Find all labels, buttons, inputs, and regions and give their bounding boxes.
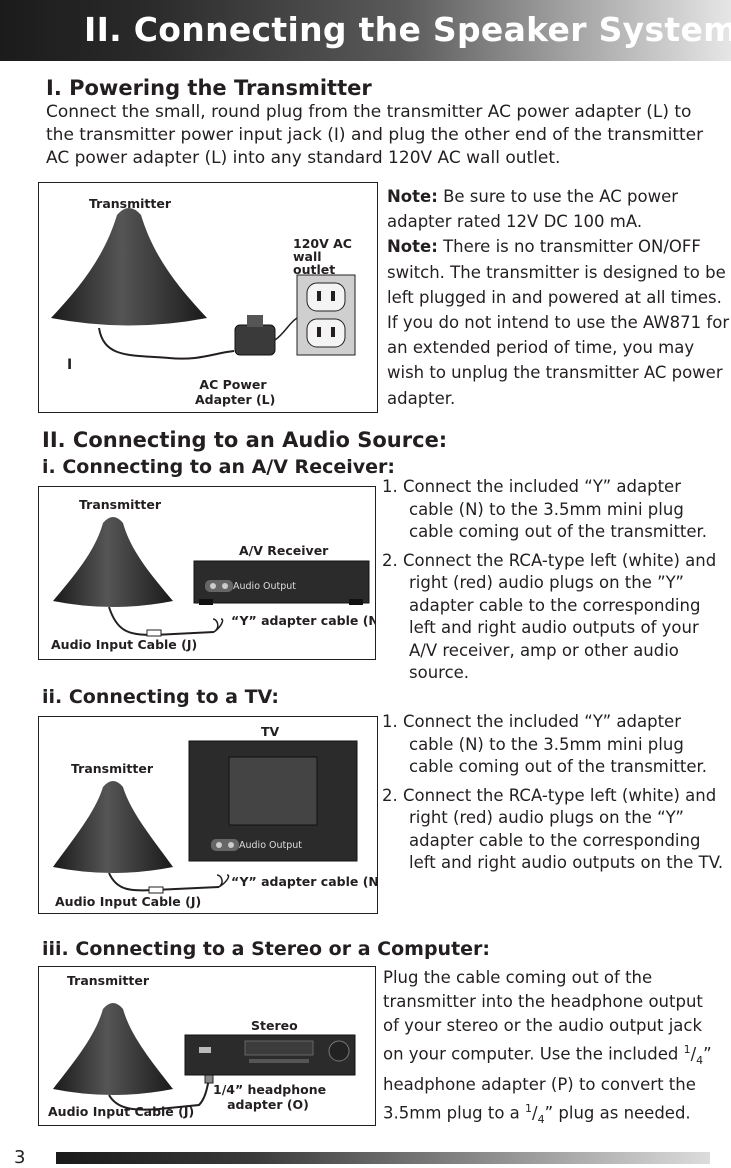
jack-label: I — [67, 357, 73, 373]
step-receiver-1: 1. Connect the included “Y” adapter cabl… — [382, 477, 708, 541]
input-cable-label: Audio Input Cable (J) — [48, 1104, 195, 1119]
note1-label: Note: — [387, 187, 438, 206]
note1-text: Be sure to use the AC power adapter rate… — [387, 187, 679, 232]
audio-input-cable — [108, 1078, 210, 1111]
transmitter-label: Transmitter — [79, 497, 161, 512]
transmitter-shape — [53, 517, 173, 607]
steps-receiver: 1. Connect the included “Y” adapter cabl… — [382, 476, 727, 691]
step-tv-1: 1. Connect the included “Y” adapter cabl… — [382, 712, 708, 776]
power-adapter-plug — [247, 315, 263, 327]
transmitter-label: Transmitter — [89, 196, 171, 211]
section-heading-audio-source: II. Connecting to an Audio Source: — [42, 428, 448, 452]
transmitter-label: Transmitter — [67, 973, 149, 988]
audio-output-label: Audio Output — [233, 581, 297, 592]
section-body-powering: Connect the small, round plug from the t… — [46, 102, 704, 168]
stereo-instructions: Plug the cable coming out of the transmi… — [383, 968, 712, 1126]
subheading-tv: ii. Connecting to a TV: — [42, 686, 279, 708]
step-receiver-2: 2. Connect the RCA-type left (white) and… — [382, 550, 717, 683]
power-adapter-body — [234, 324, 276, 356]
power-cord — [98, 327, 235, 360]
page-title: II. Connecting the Speaker System — [84, 10, 731, 49]
device-label: TV — [261, 724, 280, 739]
step-tv-2: 2. Connect the RCA-type left (white) and… — [382, 785, 724, 873]
transmitter-shape — [53, 781, 173, 873]
page-number: 3 — [14, 1147, 26, 1168]
input-cable-label: Audio Input Cable (J) — [51, 637, 198, 652]
stereo-illustration — [53, 1003, 356, 1111]
transmitter-label: Transmitter — [71, 761, 153, 776]
audio-output-label: Audio Output — [239, 840, 303, 851]
figure-av-receiver-diagram: Transmitter A/V Receiver Audio Output “Y… — [38, 486, 376, 660]
device-label: A/V Receiver — [239, 543, 329, 558]
steps-tv: 1. Connect the included “Y” adapter cabl… — [382, 711, 727, 881]
subheading-av-receiver: i. Connecting to an A/V Receiver: — [42, 456, 395, 478]
note2-label: Note: — [387, 237, 438, 257]
tv-illustration — [53, 740, 358, 894]
device-label: Stereo — [251, 1018, 298, 1033]
y-cable-label: “Y” adapter cable (N) — [231, 613, 376, 628]
y-cable — [212, 618, 224, 633]
tv-screen — [228, 756, 318, 826]
y-cable — [216, 874, 230, 888]
transmitter-shape — [51, 208, 207, 326]
header-banner: II. Connecting the Speaker System — [0, 0, 731, 61]
y-cable-label: “Y” adapter cable (N) — [231, 874, 378, 889]
footer-bar — [56, 1152, 710, 1164]
audio-input-cable — [108, 872, 220, 892]
note2-text: There is no transmitter ON/OFF switch. T… — [387, 237, 730, 408]
transmitter-shape — [53, 1003, 173, 1095]
adapter-cable — [274, 317, 298, 341]
input-cable-label: Audio Input Cable (J) — [55, 894, 202, 909]
figure-tv-diagram: TV Transmitter Audio Output “Y” adapter … — [38, 716, 378, 914]
notes-block: Note: Be sure to use the AC power adapte… — [387, 184, 731, 411]
av-receiver-illustration — [53, 517, 370, 637]
subheading-stereo: iii. Connecting to a Stereo or a Compute… — [42, 938, 491, 960]
power-diagram-illustration — [51, 208, 356, 360]
section-heading-powering: I. Powering the Transmitter — [46, 76, 372, 100]
